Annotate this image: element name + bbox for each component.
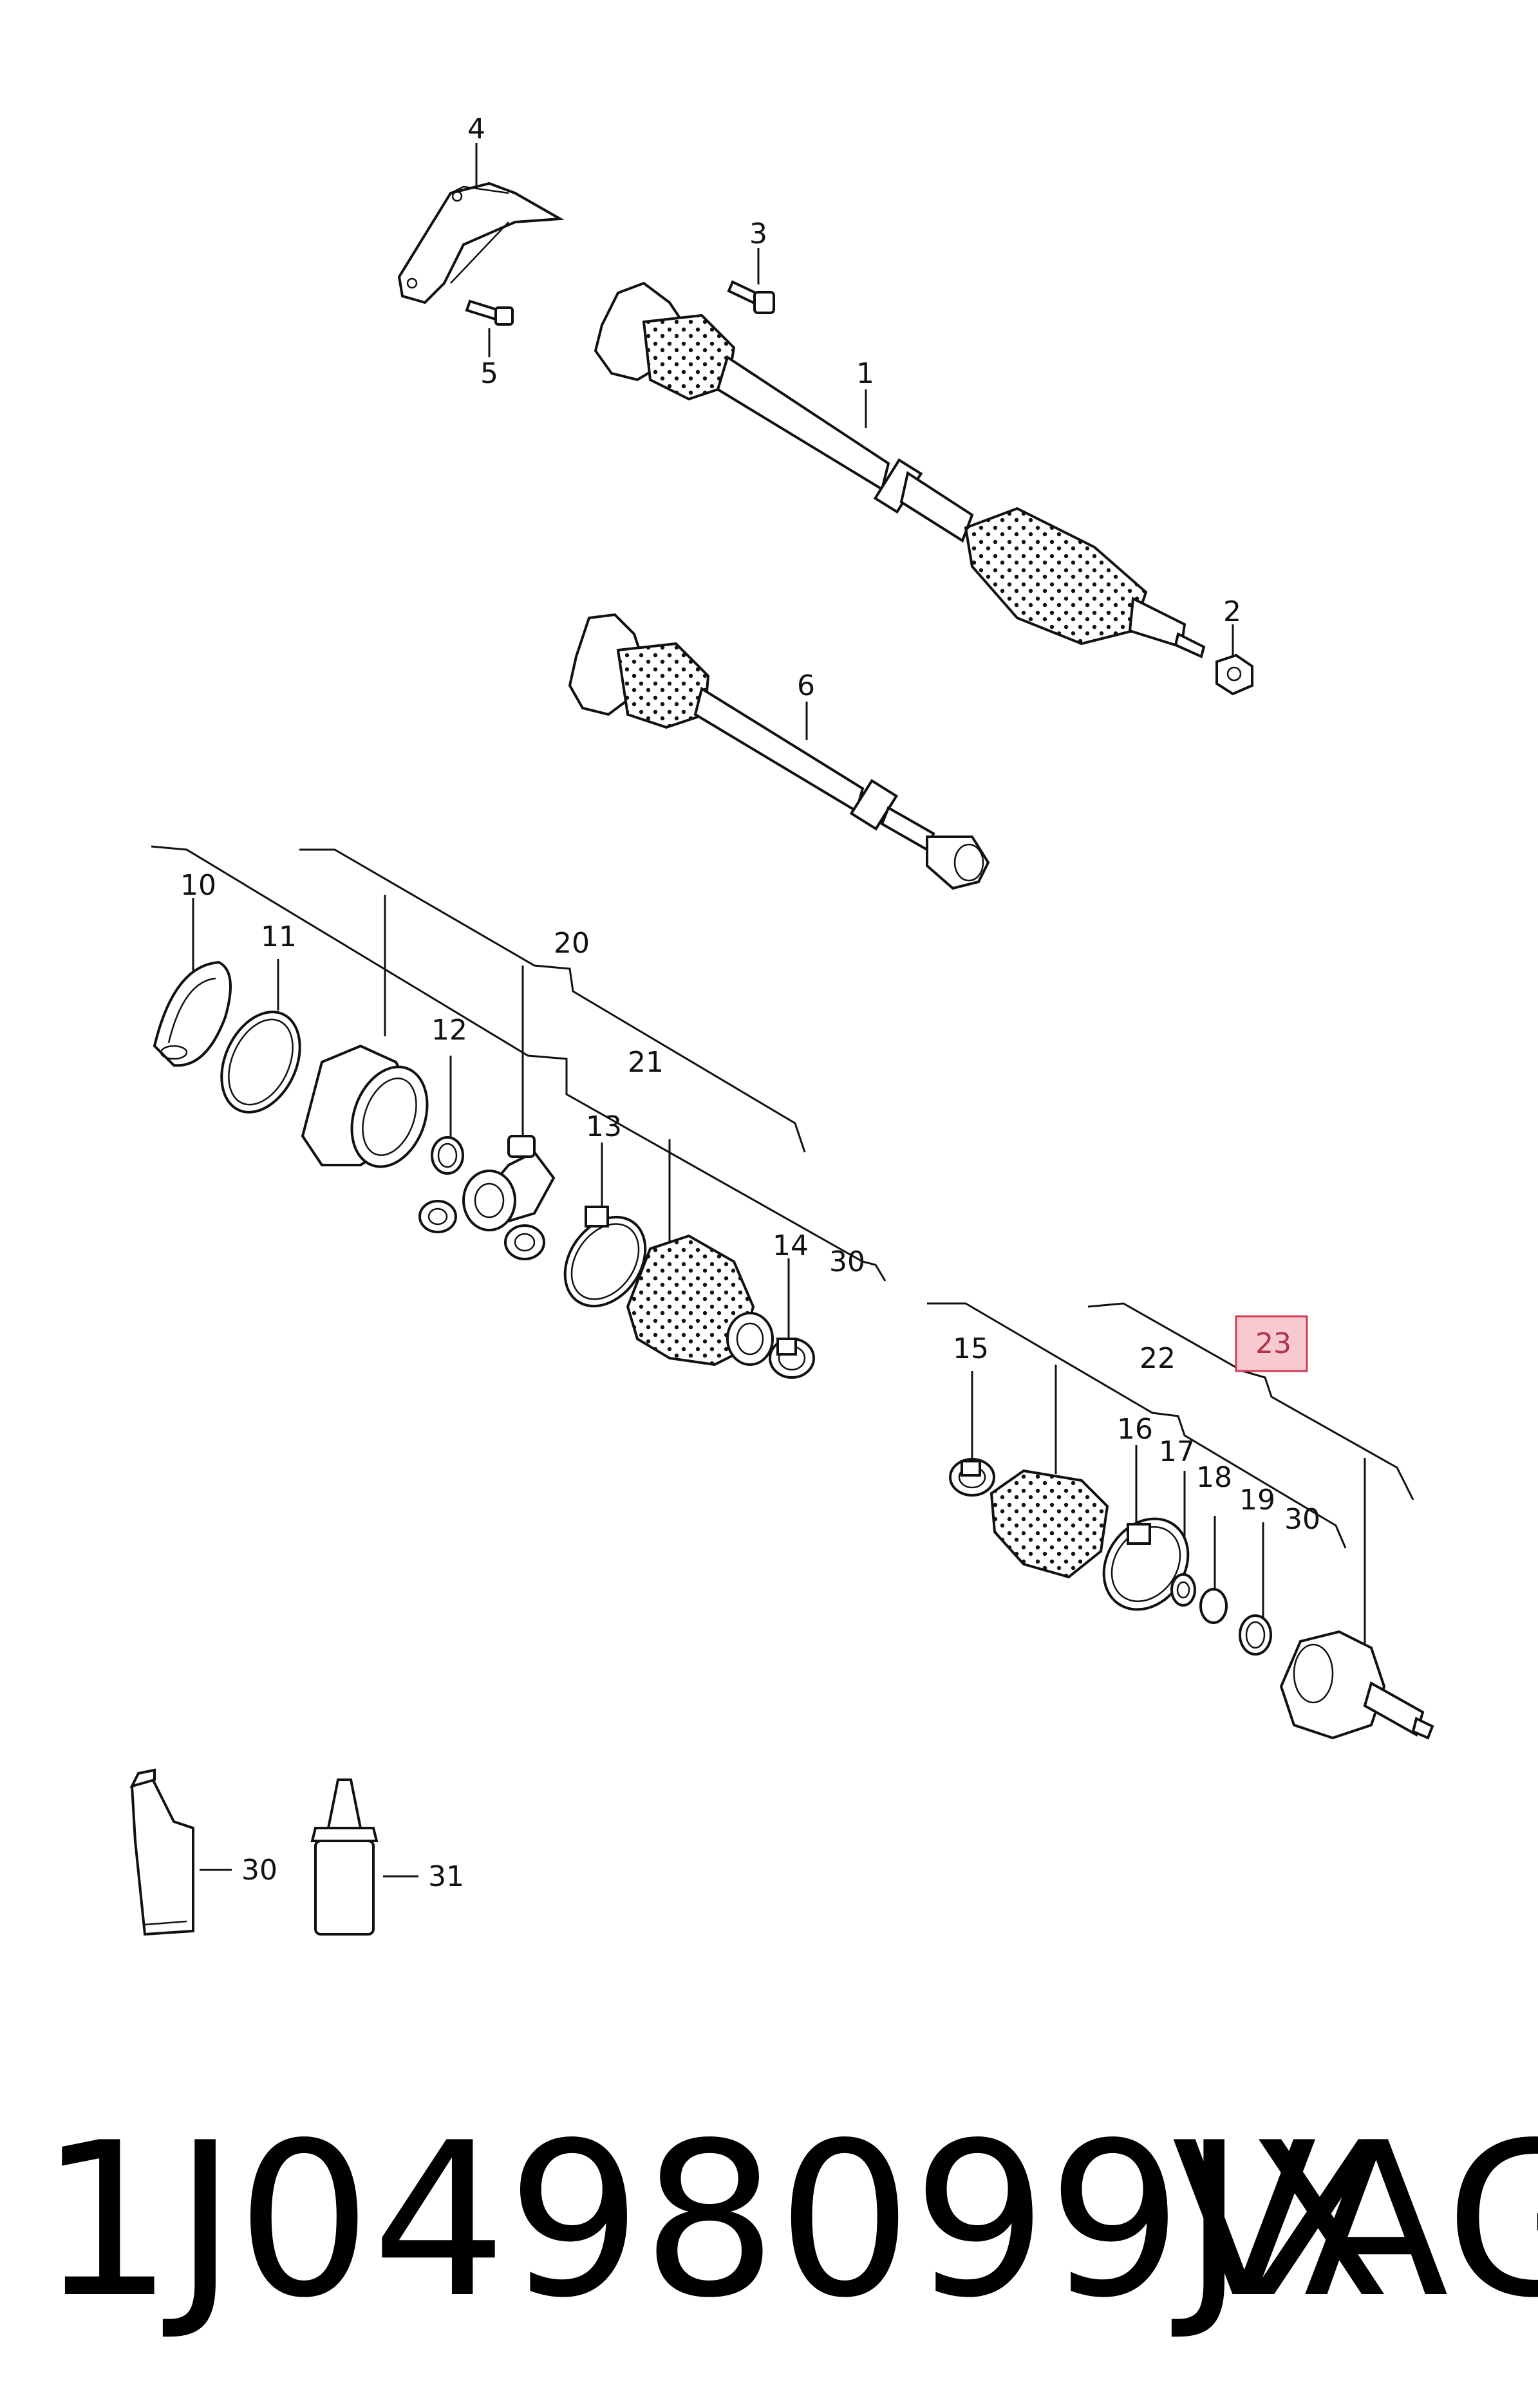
callout-10: 10 <box>180 869 216 902</box>
callout-30a: 30 <box>829 1246 865 1278</box>
callout-30c: 30 <box>241 1854 277 1887</box>
callout-13: 13 <box>586 1110 622 1143</box>
callout-23: 23 <box>1255 1327 1291 1360</box>
part-14-clamp <box>769 1338 815 1379</box>
brand-name: VAG <box>1172 2097 1538 2344</box>
part-17-ring <box>1170 1573 1196 1607</box>
callout-6: 6 <box>797 669 815 702</box>
callout-31: 31 <box>428 1860 464 1893</box>
part-12-bushing <box>418 1200 457 1233</box>
callout-11: 11 <box>261 920 297 953</box>
callout-12: 12 <box>431 1014 467 1047</box>
group-bracket-left <box>151 845 886 1339</box>
part-20-joint-housing <box>301 1044 429 1168</box>
part-19-circlip <box>1239 1614 1272 1656</box>
callout-2: 2 <box>1223 595 1241 628</box>
part-number: 1J0498099JX <box>39 2097 1391 2344</box>
callout-21: 21 <box>628 1046 664 1079</box>
part-23-outer-joint <box>1279 1630 1434 1740</box>
part-boot-right <box>989 1469 1109 1579</box>
highlight-box-23 <box>1235 1315 1308 1372</box>
part-31-bottle <box>310 1778 418 1936</box>
callout-30b: 30 <box>1284 1503 1320 1536</box>
part-13-clamp <box>563 1206 647 1308</box>
part-18-spacer <box>1199 1588 1228 1624</box>
part-1-drive-shaft <box>594 281 1206 658</box>
callout-1: 1 <box>856 357 874 390</box>
callout-5: 5 <box>480 357 498 390</box>
part-2-nut <box>1215 624 1253 696</box>
part-6-shaft <box>568 613 990 890</box>
callout-3: 3 <box>749 218 767 250</box>
callout-22: 22 <box>1139 1342 1176 1375</box>
part-4-heat-shield <box>397 143 565 304</box>
callout-18: 18 <box>1196 1461 1232 1494</box>
part-10-ring <box>153 960 232 1067</box>
footer: 1J0498099JX VAG <box>0 2092 1538 2349</box>
callout-14: 14 <box>773 1229 809 1262</box>
callout-20: 20 <box>554 927 590 960</box>
part-21-tripod <box>462 1135 556 1260</box>
part-5-bolt <box>465 299 514 357</box>
callout-labels: 1 2 3 4 5 6 10 11 12 13 14 20 21 30 15 2… <box>180 113 1320 1893</box>
part-11-ring <box>220 1011 301 1114</box>
part-boot-left <box>626 1234 774 1367</box>
callout-19: 19 <box>1239 1484 1275 1517</box>
callout-15: 15 <box>953 1332 989 1365</box>
part-30-grease-tube <box>129 1768 232 1936</box>
group-bracket-right <box>927 1302 1414 1683</box>
part-12-circlip <box>431 1136 464 1175</box>
part-15-clamp <box>949 1458 995 1497</box>
callout-16: 16 <box>1117 1413 1153 1446</box>
part-3-bolt <box>727 248 775 314</box>
callout-4: 4 <box>467 113 485 145</box>
callout-17: 17 <box>1159 1435 1195 1468</box>
